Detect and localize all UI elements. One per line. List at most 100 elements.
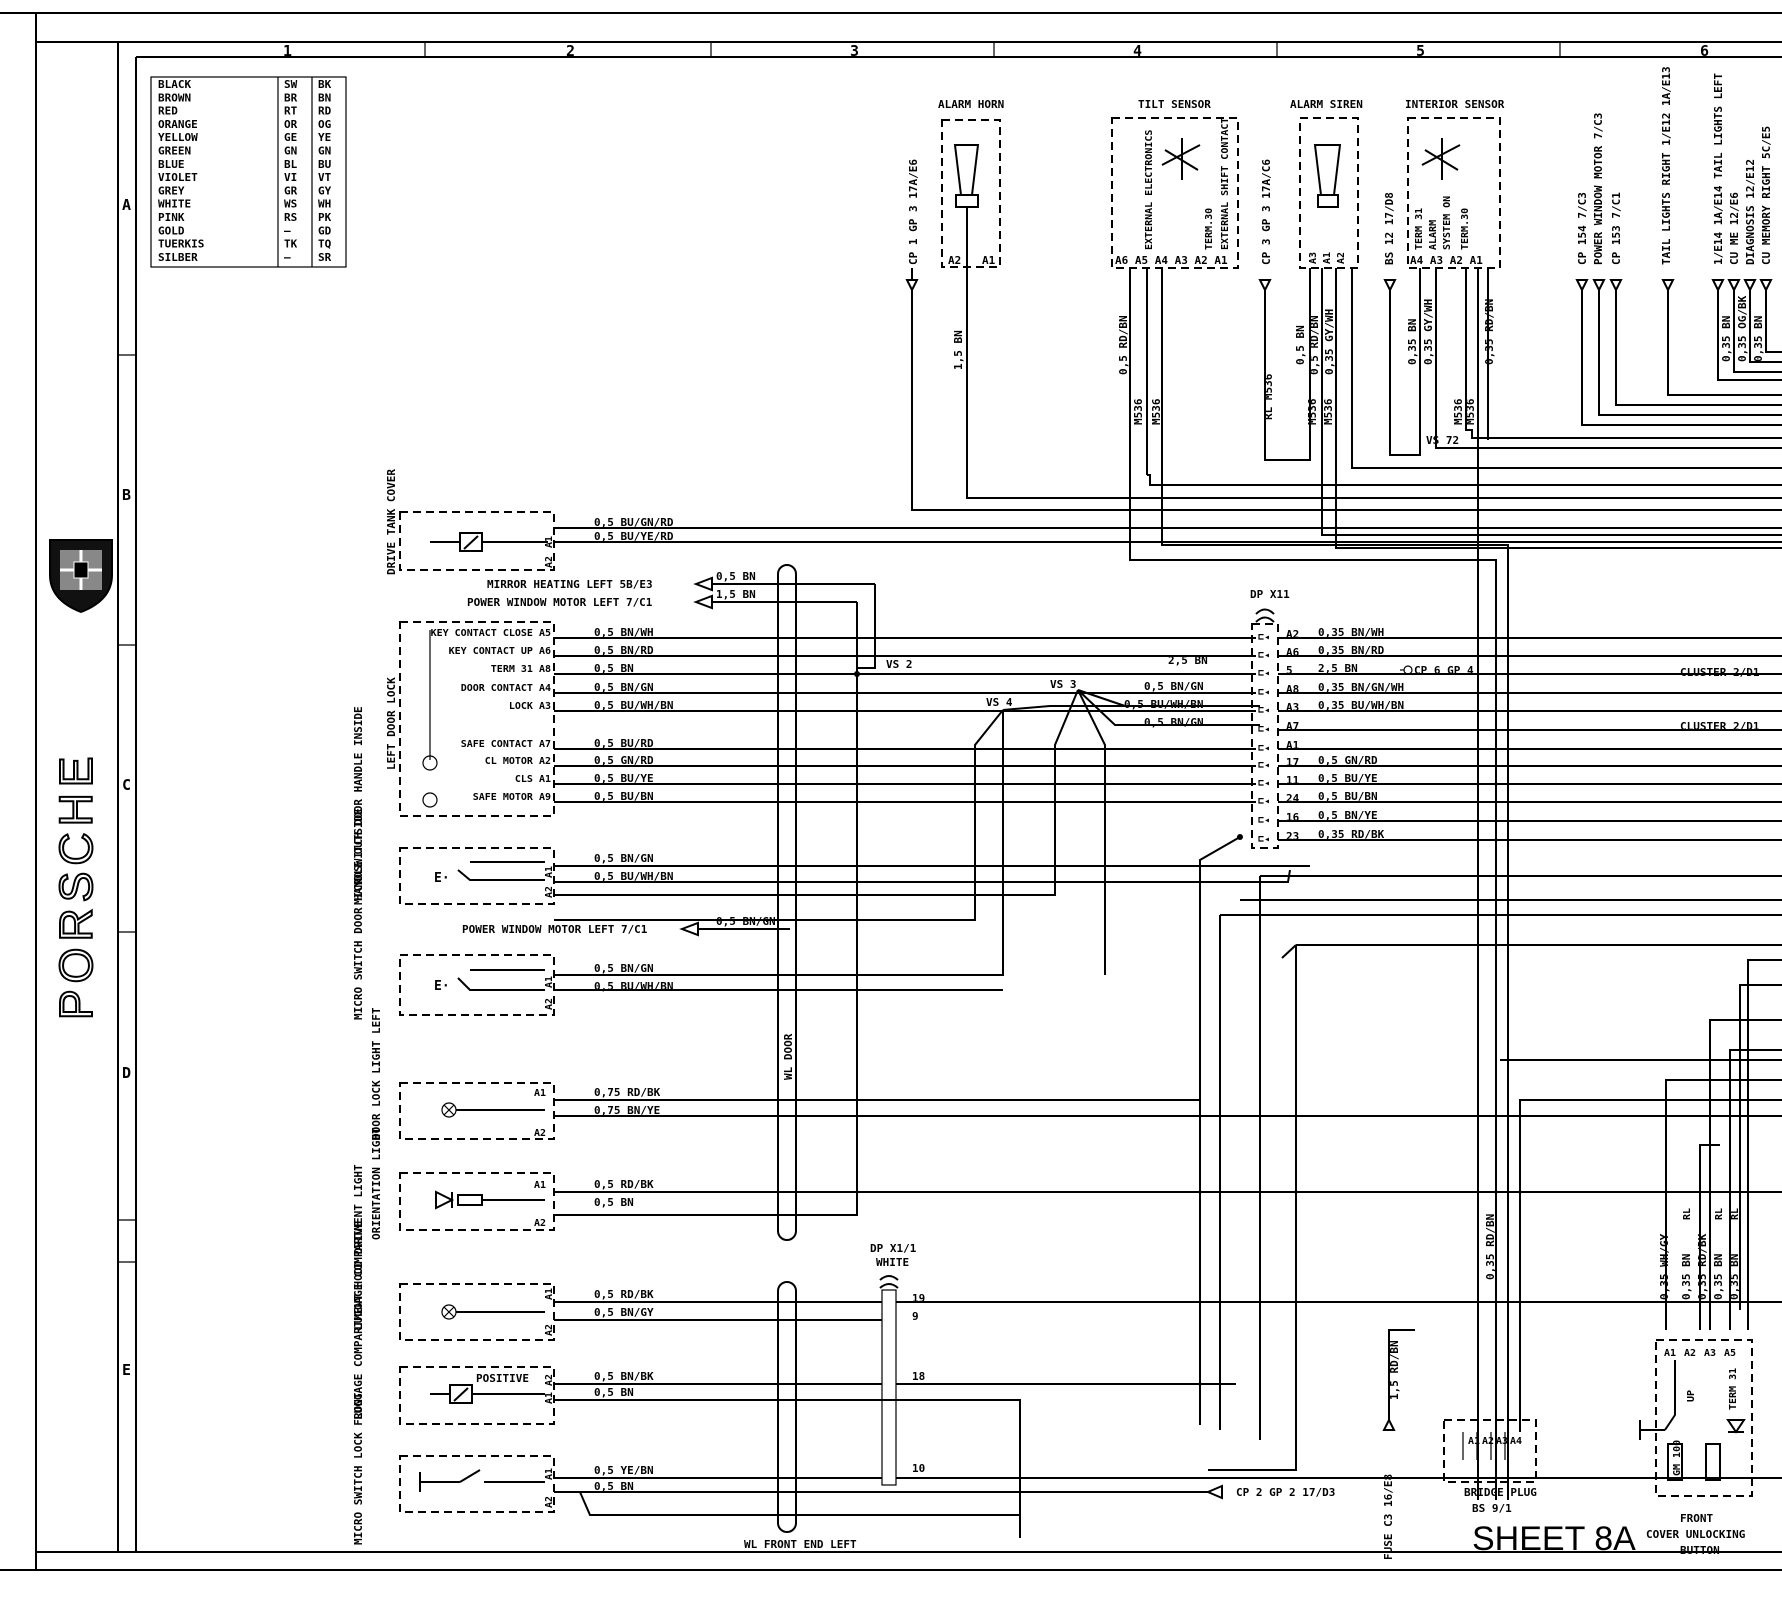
x11-pin: 16: [1286, 811, 1300, 824]
svg-text:A6 A5 A4 A3 A2 A1: A6 A5 A4 A3 A2 A1: [1115, 254, 1228, 267]
svg-text:ORIENTATION LIGHT: ORIENTATION LIGHT: [370, 1127, 383, 1240]
svg-text:BS 9/1: BS 9/1: [1472, 1502, 1512, 1515]
svg-text:0,35 RD/BK: 0,35 RD/BK: [1696, 1233, 1709, 1300]
color-code-de: GR: [284, 184, 298, 197]
svg-text:0,5 BU/WH/BN: 0,5 BU/WH/BN: [594, 870, 673, 883]
svg-text:RL: RL: [1730, 1208, 1741, 1220]
x11-pin: 11: [1286, 774, 1300, 787]
svg-text:TERM 31: TERM 31: [1728, 1368, 1739, 1410]
svg-text:A2: A2: [948, 254, 961, 267]
svg-text:19: 19: [912, 1292, 925, 1305]
svg-text:2,5 BN: 2,5 BN: [1168, 654, 1208, 667]
door-lock-light: DOOR LOCK LIGHT LEFT A1 A2 0,75 RD/BK 0,…: [370, 1007, 1782, 1140]
door-lock-pin: CL MOTOR A2: [485, 756, 551, 767]
x11-wire: 0,35 BN/GN/WH: [1318, 681, 1404, 694]
svg-text:CP 2 GP 2 17/D3: CP 2 GP 2 17/D3: [1236, 1486, 1335, 1499]
door-lock-wire: 0,5 BN/GN: [594, 681, 654, 694]
row-labels: A B C D E: [122, 196, 131, 1379]
svg-text:WL FRONT END LEFT: WL FRONT END LEFT: [744, 1538, 857, 1551]
color-name: RED: [158, 105, 178, 118]
svg-text:E·: E·: [434, 979, 450, 994]
door-lock-wire: 0,5 BN: [594, 662, 634, 675]
x11-pin: A7: [1286, 720, 1299, 733]
drive-tank-cover: DRIVE TANK COVER A1 A2 0,5 BU/GN/RD 0,5 …: [385, 469, 1782, 575]
svg-text:A1: A1: [544, 866, 555, 878]
svg-text:EXTERNAL SHIFT CONTACT: EXTERNAL SHIFT CONTACT: [1220, 118, 1231, 250]
svg-text:0,35 BN: 0,35 BN: [1680, 1254, 1693, 1300]
svg-text:A2: A2: [534, 1218, 546, 1229]
svg-text:18: 18: [912, 1370, 925, 1383]
svg-text:1,5 BN: 1,5 BN: [716, 588, 756, 601]
svg-text:DRIVE TANK COVER: DRIVE TANK COVER: [385, 469, 398, 575]
front-cover-pin: A5: [1724, 1348, 1736, 1359]
x11-contact: ⊏◂: [1258, 778, 1270, 789]
svg-text:COVER UNLOCKING: COVER UNLOCKING: [1646, 1528, 1746, 1541]
color-code-de: OR: [284, 118, 298, 131]
x11-contact: ⊏◂: [1258, 743, 1270, 754]
top-vertical-labels: CP 1 GP 3 17A/E6 CP 3 GP 3 17A/C6 BS 12 …: [905, 66, 1773, 293]
svg-text:0,35 RD/BN: 0,35 RD/BN: [1483, 299, 1496, 365]
x11-contact: ⊏◂: [1258, 650, 1270, 661]
svg-text:LUGGAGE COMPARTMENT LIGHT: LUGGAGE COMPARTMENT LIGHT: [352, 1164, 365, 1330]
svg-text:INTERIOR SENSOR: INTERIOR SENSOR: [1405, 98, 1505, 111]
svg-text:A1: A1: [544, 1392, 555, 1404]
microswitch-inside: MICROSWITCH DOOR HANDLE INSIDE E· A1 A2 …: [352, 706, 1310, 905]
svg-text:TILT SENSOR: TILT SENSOR: [1138, 98, 1211, 111]
door-lock-pin: CLS A1: [515, 774, 551, 785]
svg-text:CLUSTER 2/D1: CLUSTER 2/D1: [1680, 666, 1760, 679]
svg-text:CP 3 GP 3 17A/C6: CP 3 GP 3 17A/C6: [1260, 159, 1273, 265]
svg-text:DP X1/1: DP X1/1: [870, 1242, 917, 1255]
svg-text:CP 153 7/C1: CP 153 7/C1: [1610, 192, 1623, 265]
svg-text:0,5 BN: 0,5 BN: [594, 1196, 634, 1209]
orientation-light: ORIENTATION LIGHT A1 A2 0,5 RD/BK 0,5 BN: [370, 1127, 1782, 1240]
x11-contact: ⊏◂: [1258, 760, 1270, 771]
color-name: BLUE: [158, 158, 185, 171]
svg-text:ALARM HORN: ALARM HORN: [938, 98, 1004, 111]
svg-text:WHITE: WHITE: [876, 1256, 909, 1269]
color-code-de: SW: [284, 78, 298, 91]
svg-text:0,5 RD/BN: 0,5 RD/BN: [1308, 315, 1321, 375]
svg-text:0,5 BU/YE/RD: 0,5 BU/YE/RD: [594, 530, 674, 543]
color-code-en: VT: [318, 171, 332, 184]
svg-text:DOOR LOCK LIGHT LEFT: DOOR LOCK LIGHT LEFT: [370, 1007, 383, 1140]
x11-wire: 0,5 GN/RD: [1318, 754, 1378, 767]
x11-wire: 0,35 BU/WH/BN: [1318, 699, 1404, 712]
column-label: 5: [1416, 42, 1425, 60]
svg-text:0,5 RD/BK: 0,5 RD/BK: [594, 1178, 654, 1191]
svg-text:0,5 BN: 0,5 BN: [1294, 325, 1307, 365]
color-code-de: RS: [284, 211, 297, 224]
svg-text:0,35 BN: 0,35 BN: [1712, 1254, 1725, 1300]
power-window-ref-2: POWER WINDOW MOTOR LEFT 7/C1 0,5 BN/GN: [462, 915, 790, 937]
microswitch-outside: MICRO SWITCH DOOR HANDLE OUTSIDE E· A1 A…: [352, 808, 1003, 1020]
x11-wire: 0,5 BU/YE: [1318, 772, 1378, 785]
svg-text:0,5 BN: 0,5 BN: [594, 1480, 634, 1493]
interior-sensor: INTERIOR SENSOR TERM 31 ALARM SYSTEM ON …: [1405, 98, 1505, 269]
svg-text:10: 10: [912, 1462, 925, 1475]
column-labels: 1 2 3 4 5 6: [283, 42, 1709, 60]
svg-text:0,35 BN: 0,35 BN: [1406, 319, 1419, 365]
x11-wire: 0,35 BN/RD: [1318, 644, 1385, 657]
x11-pin: A6: [1286, 646, 1300, 659]
svg-text:RL M536: RL M536: [1262, 373, 1275, 420]
svg-text:CP 154 7/C3: CP 154 7/C3: [1576, 192, 1589, 265]
svg-text:0,5 YE/BN: 0,5 YE/BN: [594, 1464, 654, 1477]
color-code-en: YE: [318, 131, 331, 144]
door-lock-wire: 0,5 BU/WH/BN: [594, 699, 673, 712]
x11-pin: A2: [1286, 628, 1299, 641]
dp-x1-connector: DP X1/1 WHITE 19 9 18 10: [870, 1242, 925, 1486]
alarm-siren: ALARM SIREN A3 A1 A2: [1290, 98, 1363, 269]
front-cover-unlocking-button: 0,35 WH/GY 0,35 BN 0,35 RD/BK 0,35 BN 0,…: [1639, 959, 1782, 1557]
brand-name: PORSCHE: [50, 751, 102, 1020]
color-code-de: BL: [284, 158, 298, 171]
svg-text:0,5 BU/WH/BN: 0,5 BU/WH/BN: [594, 980, 673, 993]
front-cover-pin: A2: [1684, 1348, 1696, 1359]
svg-text:UP: UP: [1686, 1390, 1697, 1402]
svg-text:A2: A2: [544, 556, 555, 568]
svg-text:0,5 RD/BK: 0,5 RD/BK: [594, 1288, 654, 1301]
door-lock-wire: 0,5 BU/BN: [594, 790, 654, 803]
svg-text:BS 12 17/D8: BS 12 17/D8: [1383, 192, 1396, 265]
color-code-en: BK: [318, 78, 332, 91]
